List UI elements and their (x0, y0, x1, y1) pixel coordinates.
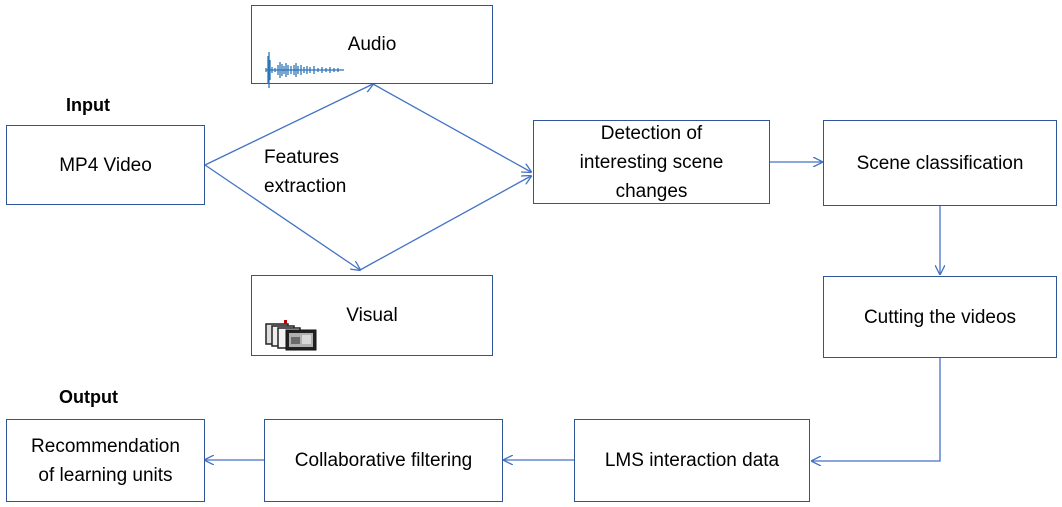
video-frames-icon (265, 320, 317, 351)
scene-classification-box: Scene classification (823, 120, 1057, 206)
arrow-cutting-to-lms (812, 358, 941, 461)
audio-box: Audio (251, 5, 493, 88)
input-heading: Input (66, 95, 110, 115)
collaborative-filtering-label: Collaborative filtering (294, 450, 473, 471)
visual-box: Visual (251, 275, 493, 356)
arrow-mp4-to-visual (204, 164, 360, 270)
arrow-audio-to-detection (372, 83, 531, 172)
visual-label: Visual (346, 305, 398, 326)
scene-classification-label: Scene classification (856, 152, 1024, 174)
arrow-mp4-to-audio (204, 84, 373, 166)
lms-interaction-label: LMS interaction data (604, 450, 780, 471)
cutting-videos-box: Cutting the videos (823, 276, 1057, 358)
recommendation-box: Recommendation of learning units (6, 419, 205, 502)
mp4-video-label: MP4 Video (59, 154, 152, 176)
audio-label: Audio (347, 34, 397, 55)
lms-interaction-box: LMS interaction data (574, 419, 810, 502)
collaborative-filtering-box: Collaborative filtering (264, 419, 503, 502)
features-extraction-label: Features extraction (264, 147, 347, 197)
cutting-videos-label: Cutting the videos (863, 306, 1017, 328)
detection-label: Detection of interesting scene changes (579, 122, 724, 202)
mp4-video-box: MP4 Video (6, 125, 205, 205)
recommendation-label: Recommendation of learning units (31, 435, 180, 486)
audio-waveform-icon (265, 52, 344, 88)
output-heading: Output (59, 387, 118, 407)
detection-box: Detection of interesting scene changes (533, 120, 770, 204)
arrow-visual-to-detection (359, 176, 531, 271)
